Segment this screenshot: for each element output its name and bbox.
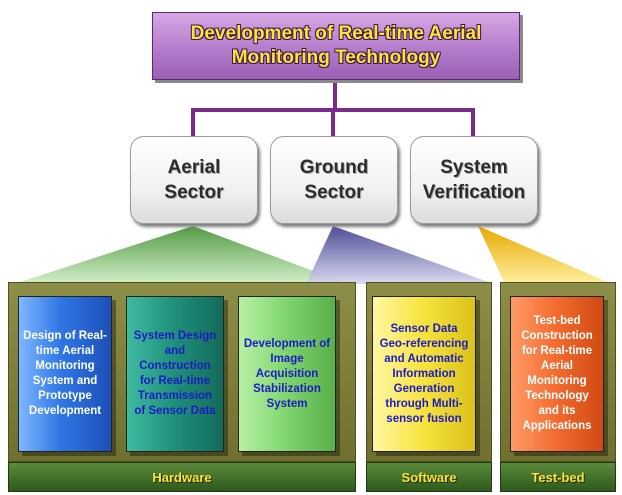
testbed-label: Test-bed: [531, 469, 585, 485]
task-text-prototype: Design of Real-time Aerial Monitoring Sy…: [23, 330, 107, 417]
software-label: Software: [401, 469, 457, 485]
aerial-sector-label-line1: Aerial: [167, 157, 221, 178]
title-text: Development of Real-time Aerial Monitori…: [190, 23, 482, 68]
verification-wedge: [478, 226, 612, 284]
software-footer: Software: [366, 462, 492, 492]
task-block-stabilization: Development of Image Acquisition Stabili…: [238, 296, 336, 452]
hardware-footer: Hardware: [8, 462, 356, 492]
ground-wedge: [306, 226, 494, 284]
task-block-prototype: Design of Real-time Aerial Monitoring Sy…: [18, 296, 112, 452]
system-verification-box: System Verification: [410, 136, 538, 224]
ground-sector-box: Ground Sector: [270, 136, 398, 224]
task-block-transmission: System Design and Construction for Real-…: [126, 296, 224, 452]
aerial-sector-label-line2: Sector: [164, 182, 224, 203]
testbed-footer: Test-bed: [500, 462, 616, 492]
ground-sector-label-line1: Ground: [299, 157, 369, 178]
title-box: Development of Real-time Aerial Monitori…: [152, 12, 520, 80]
ground-sector-label-line2: Sector: [304, 182, 364, 203]
aerial-sector-box: Aerial Sector: [130, 136, 258, 224]
verification-label-line2: Verification: [422, 182, 526, 203]
task-text-testbed: Test-bed Construction for Real-time Aeri…: [521, 315, 593, 432]
task-text-stabilization: Development of Image Acquisition Stabili…: [243, 337, 331, 410]
task-block-georeferencing: Sensor Data Geo-referencing and Automati…: [372, 296, 476, 452]
verification-label-line1: System: [440, 157, 508, 178]
hardware-label: Hardware: [152, 469, 212, 485]
task-text-georeferencing: Sensor Data Geo-referencing and Automati…: [379, 322, 469, 425]
task-block-testbed: Test-bed Construction for Real-time Aeri…: [510, 296, 604, 452]
task-text-transmission: System Design and Construction for Real-…: [133, 330, 217, 417]
aerial-wedge: [14, 226, 348, 284]
